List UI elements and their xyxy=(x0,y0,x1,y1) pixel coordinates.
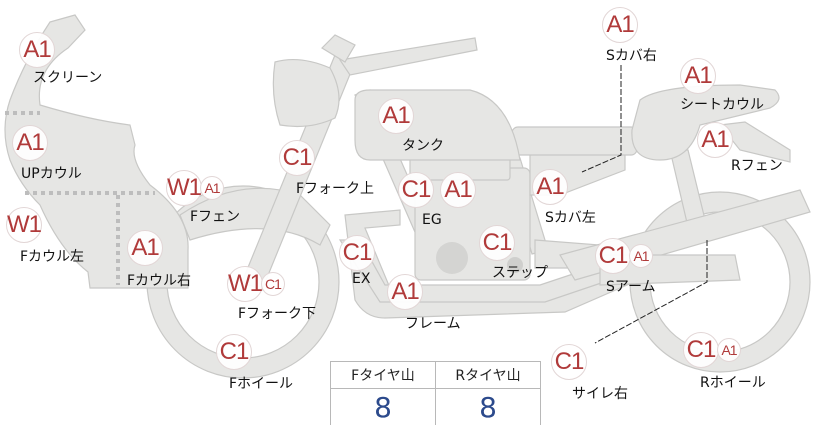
part-rear-fender-label: Rフェン xyxy=(731,158,783,174)
part-step-label: ステップ xyxy=(492,265,548,281)
part-silencer-right-marks[interactable]: C1 xyxy=(551,344,587,380)
part-f-wheel-label: Fホイール xyxy=(229,376,294,392)
damage-mark[interactable]: A1 xyxy=(200,176,224,200)
damage-mark[interactable]: W1 xyxy=(166,170,202,206)
rear-fender-shape xyxy=(718,121,791,163)
damage-mark[interactable]: A1 xyxy=(387,274,423,310)
damage-mark[interactable]: A1 xyxy=(378,98,414,134)
damage-mark[interactable]: C1 xyxy=(683,332,719,368)
damage-mark[interactable]: C1 xyxy=(279,140,315,176)
damage-mark[interactable]: A1 xyxy=(532,169,568,205)
damage-mark[interactable]: C1 xyxy=(216,334,252,370)
part-seat-cowl-label: シートカウル xyxy=(680,97,764,113)
part-r-wheel-label: Rホイール xyxy=(700,375,766,391)
damage-mark[interactable]: W1 xyxy=(6,207,42,243)
rear-tire-value[interactable]: 8 xyxy=(435,388,541,425)
damage-mark[interactable]: C1 xyxy=(339,235,375,271)
front-cowl-shape xyxy=(4,14,189,289)
part-side-cover-left-label: Sカバ左 xyxy=(545,210,596,226)
part-exhaust-marks[interactable]: C1 xyxy=(339,235,375,271)
damage-mark[interactable]: W1 xyxy=(227,266,263,302)
part-swing-arm-label: Sアーム xyxy=(606,279,656,295)
part-f-cowl-left-label: Fカウル左 xyxy=(20,249,85,265)
part-f-wheel-marks[interactable]: C1 xyxy=(216,334,252,370)
part-rear-fender-marks[interactable]: A1 xyxy=(697,122,733,158)
seat-shape xyxy=(511,126,638,156)
part-side-cover-right-marks[interactable]: A1 xyxy=(602,7,638,43)
part-step-marks[interactable]: C1 xyxy=(479,225,515,261)
part-f-fork-upper-marks[interactable]: C1 xyxy=(279,140,315,176)
tire-tread-table: Fタイヤ山 Rタイヤ山 8 8 xyxy=(330,361,541,425)
damage-mark[interactable]: A1 xyxy=(12,125,48,161)
damage-mark[interactable]: A1 xyxy=(19,32,55,68)
part-f-fork-upper-label: Fフォーク上 xyxy=(296,181,375,197)
front-tire-header: Fタイヤ山 xyxy=(330,361,436,389)
part-up-cowl-marks[interactable]: A1 xyxy=(12,125,48,161)
part-up-cowl-label: UPカウル xyxy=(21,166,82,182)
part-engine-label: EG xyxy=(422,212,442,228)
damage-mark[interactable]: C1 xyxy=(551,344,587,380)
part-tank-label: タンク xyxy=(402,138,444,154)
part-screen-marks[interactable]: A1 xyxy=(19,32,55,68)
damage-mark[interactable]: C1 xyxy=(398,172,434,208)
damage-mark[interactable]: A1 xyxy=(629,244,653,268)
damage-mark[interactable]: A1 xyxy=(127,230,163,266)
part-frame-label: フレーム xyxy=(405,316,461,332)
part-frame-marks[interactable]: A1 xyxy=(387,274,423,310)
part-tank-marks[interactable]: A1 xyxy=(378,98,414,134)
damage-mark[interactable]: A1 xyxy=(602,7,638,43)
rear-tire-header: Rタイヤ山 xyxy=(435,361,541,389)
part-seat-cowl-marks[interactable]: A1 xyxy=(680,58,716,94)
part-silencer-right-label: サイレ右 xyxy=(572,386,628,402)
damage-mark[interactable]: C1 xyxy=(595,238,631,274)
part-f-fork-lower-label: Fフォーク下 xyxy=(238,306,317,322)
part-exhaust-label: EX xyxy=(352,271,371,287)
part-side-cover-left-marks[interactable]: A1 xyxy=(532,169,568,205)
damage-mark[interactable]: A1 xyxy=(717,338,741,362)
front-tire-value[interactable]: 8 xyxy=(330,388,436,425)
damage-mark[interactable]: A1 xyxy=(680,58,716,94)
damage-mark[interactable]: A1 xyxy=(697,122,733,158)
damage-mark[interactable]: A1 xyxy=(440,172,476,208)
headlight-shape xyxy=(272,58,340,128)
part-f-fender-label: Fフェン xyxy=(190,209,241,225)
part-f-cowl-right-marks[interactable]: A1 xyxy=(127,230,163,266)
part-side-cover-right-label: Sカバ右 xyxy=(606,48,657,64)
damage-mark[interactable]: C1 xyxy=(479,225,515,261)
part-f-cowl-right-label: Fカウル右 xyxy=(127,273,192,289)
part-screen-label: スクリーン xyxy=(33,70,103,86)
part-f-cowl-left-marks[interactable]: W1 xyxy=(6,207,42,243)
damage-mark[interactable]: C1 xyxy=(261,272,285,296)
